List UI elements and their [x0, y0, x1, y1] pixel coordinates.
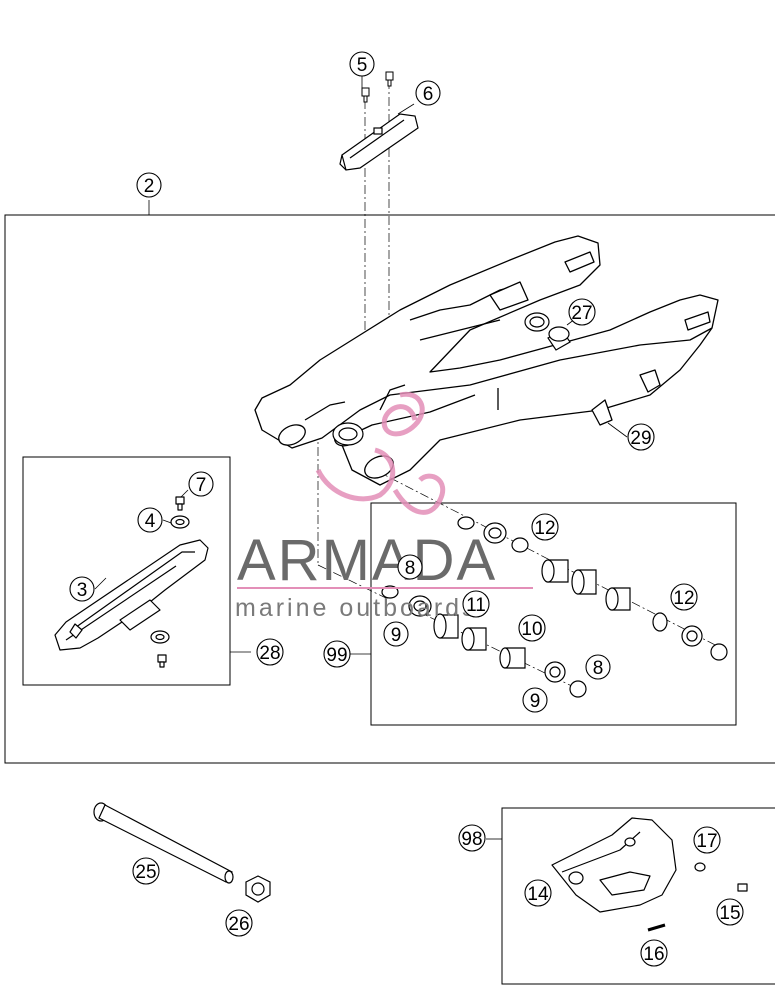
callout-c25: 25: [132, 857, 160, 885]
part-chain-guide: [551, 817, 748, 932]
chain-guide-group-frame: [501, 807, 775, 985]
callout-circle: [323, 640, 351, 668]
callout-c8a: 8: [397, 554, 423, 580]
group-frames: [4, 214, 775, 985]
callout-number: 16: [643, 944, 664, 965]
armada-logo-icon: [315, 391, 445, 515]
callout-number: 26: [228, 914, 249, 935]
part-pivot-axle: [93, 802, 234, 884]
callout-number: 11: [466, 595, 486, 616]
callout-circle: [137, 507, 163, 533]
callout-c27: 27: [568, 298, 596, 326]
callout-circle: [69, 576, 95, 602]
callout-circle: [136, 172, 162, 198]
callout-number: 17: [696, 831, 717, 852]
callout-circle: [462, 590, 490, 618]
callout-c29: 29: [627, 423, 655, 451]
callout-number: 6: [423, 84, 434, 105]
callout-c11: 11: [462, 590, 490, 618]
callout-c9b: 9: [522, 687, 548, 713]
callout-circle: [415, 80, 441, 106]
callout-c12b: 12: [670, 583, 698, 611]
callout-c6: 6: [415, 80, 441, 106]
callout-c4: 4: [137, 507, 163, 533]
callout-number: 4: [145, 511, 156, 532]
callout-number: 25: [135, 862, 156, 883]
part-chain-slider-set: [54, 496, 209, 668]
callout-circle: [640, 939, 668, 967]
part-pivot-bushing: [332, 422, 364, 446]
callout-c3: 3: [69, 576, 95, 602]
watermark-title: ARMADA: [237, 528, 497, 593]
callout-circle: [132, 857, 160, 885]
callout-c17: 17: [693, 826, 721, 854]
callout-circle: [568, 298, 596, 326]
callout-circle: [585, 654, 611, 680]
callout-c28: 28: [256, 638, 284, 666]
callout-c98: 98: [458, 824, 486, 852]
callout-number: 98: [461, 829, 482, 850]
watermark: ARMADA marine outboards: [235, 391, 533, 622]
callout-circle: [522, 687, 548, 713]
callout-number: 10: [521, 619, 542, 640]
swingarm-group-frame: [4, 214, 775, 764]
chain-slider-group-frame: [22, 456, 231, 686]
callout-number: 5: [357, 55, 368, 76]
callout-c7: 7: [188, 471, 214, 497]
watermark-subtitle: marine outboards: [235, 594, 478, 622]
callout-circle: [225, 909, 253, 937]
callout-number: 15: [719, 903, 740, 924]
part-27-bushing: [524, 312, 571, 351]
callout-number: 28: [259, 643, 280, 664]
callout-number: 27: [571, 303, 592, 324]
callout-circle: [349, 51, 375, 77]
callout-circle: [627, 423, 655, 451]
callout-c9a: 9: [383, 621, 409, 647]
part-screws-top: [361, 71, 394, 103]
callout-circle: [716, 898, 744, 926]
callout-number: 14: [527, 884, 549, 905]
callout-c10: 10: [518, 614, 546, 642]
callout-c16: 16: [640, 939, 668, 967]
callout-c8b: 8: [585, 654, 611, 680]
callout-number: 9: [530, 691, 541, 712]
callout-number: 12: [673, 588, 694, 609]
callout-circle: [383, 621, 409, 647]
callout-number: 99: [326, 645, 347, 666]
callout-c2: 2: [136, 172, 162, 198]
callout-c12a: 12: [531, 513, 559, 541]
callout-c26: 26: [225, 909, 253, 937]
callout-circle: [693, 826, 721, 854]
callout-number: 8: [593, 658, 604, 679]
callout-number: 12: [534, 518, 555, 539]
callout-number: 3: [77, 580, 88, 601]
callout-number: 2: [144, 176, 155, 197]
callout-c99: 99: [323, 640, 351, 668]
callout-c5: 5: [349, 51, 375, 77]
callout-c15: 15: [716, 898, 744, 926]
callout-number: 8: [405, 558, 416, 579]
callout-circle: [256, 638, 284, 666]
callout-circle: [518, 614, 546, 642]
callout-circle: [524, 879, 552, 907]
callout-circle: [458, 824, 486, 852]
bearing-kit-group-frame: [370, 502, 737, 726]
callout-number: 9: [391, 625, 402, 646]
callout-number: 7: [196, 475, 207, 496]
callout-c14: 14: [524, 879, 552, 907]
part-chain-slider-top: [339, 113, 419, 171]
callout-circle: [531, 513, 559, 541]
callout-number: 29: [630, 428, 651, 449]
callout-circle: [397, 554, 423, 580]
callout-circle: [670, 583, 698, 611]
callout-circle: [188, 471, 214, 497]
part-axle-nut: [245, 875, 271, 903]
